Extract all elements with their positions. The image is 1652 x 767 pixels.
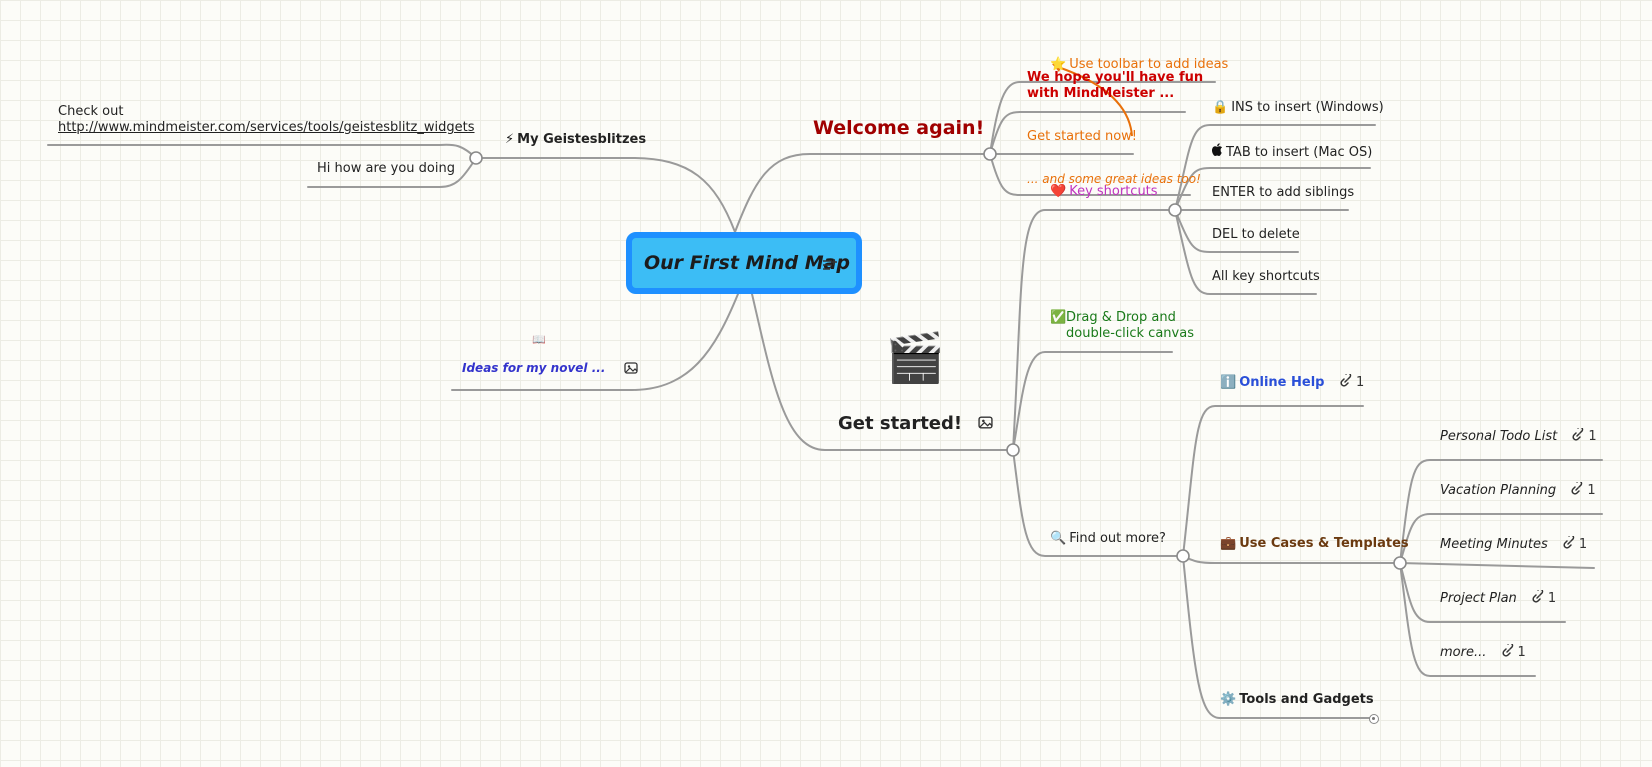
shortcut-item-tab[interactable]: TAB to insert (Mac OS) [1211, 143, 1373, 161]
link-icon [1340, 372, 1352, 387]
novel-node[interactable]: Ideas for my novel ... [462, 360, 638, 378]
key-shortcuts-label: Key shortcuts [1069, 184, 1158, 199]
shortcut-item-all[interactable]: All key shortcuts [1212, 269, 1320, 284]
drag-drop-label: Drag & Drop and double-click canvas [1066, 310, 1194, 341]
find-out-more-label: Find out more? [1069, 531, 1166, 546]
toolbar-tip-label: Use toolbar to add ideas [1069, 57, 1229, 72]
use-case-label: Vacation Planning [1440, 483, 1557, 498]
heart-icon: ❤️ [1050, 184, 1067, 199]
book-icon: 📖 [532, 333, 546, 346]
get-started-now-node[interactable]: Get started now! [1027, 129, 1137, 144]
welcome-node[interactable]: Welcome again! [813, 117, 985, 139]
tools-gadgets-node[interactable]: ⚙️Tools and Gadgets [1220, 692, 1374, 708]
checkmark-icon: ✅ [1050, 310, 1067, 325]
use-cases-node[interactable]: 💼Use Cases & Templates [1220, 536, 1409, 552]
gear-icon: ⚙️ [1220, 692, 1237, 707]
use-case-item[interactable]: Project Plan 1 [1440, 588, 1556, 607]
key-shortcuts-node[interactable]: ❤️Key shortcuts [1050, 184, 1158, 200]
use-case-item[interactable]: Vacation Planning 1 [1440, 480, 1596, 499]
notes-icon[interactable] [822, 258, 838, 276]
use-case-item[interactable]: Meeting Minutes 1 [1440, 534, 1587, 553]
use-case-item[interactable]: Personal Todo List 1 [1440, 426, 1597, 445]
tools-gadgets-label: Tools and Gadgets [1239, 692, 1374, 707]
use-case-label: Personal Todo List [1440, 429, 1558, 444]
find-out-more-node[interactable]: 🔍Find out more? [1050, 531, 1166, 547]
online-help-node[interactable]: ℹ️Online Help 1 [1220, 372, 1364, 391]
geistesblitz-url-link[interactable]: http://www.mindmeister.com/services/tool… [58, 120, 475, 135]
geistesblitz-node[interactable]: ⚡My Geistesblitzes [505, 132, 646, 148]
check-out-node[interactable]: Check out http://www.mindmeister.com/ser… [58, 104, 475, 136]
get-started-title: Get started! [838, 413, 963, 434]
use-cases-label: Use Cases & Templates [1239, 536, 1409, 551]
shortcut-label: TAB to insert (Mac OS) [1226, 145, 1373, 160]
image-icon[interactable] [623, 362, 638, 378]
drag-drop-node[interactable]: ✅ Drag & Drop and double-click canvas [1050, 310, 1194, 342]
shortcut-item-ins[interactable]: 🔒INS to insert (Windows) [1212, 100, 1384, 116]
great-ideas-node[interactable]: ... and some great ideas too! [1027, 172, 1201, 186]
link-count[interactable]: 1 [1571, 426, 1597, 445]
root-title: Our First Mind Map [644, 252, 851, 274]
shortcut-item-enter[interactable]: ENTER to add siblings [1212, 185, 1355, 200]
link-icon [1501, 642, 1513, 657]
shortcut-label: INS to insert (Windows) [1231, 100, 1384, 115]
link-count[interactable]: 1 [1531, 588, 1556, 607]
apple-icon [1211, 143, 1223, 161]
toolbar-tip-node[interactable]: ⭐Use toolbar to add ideas [1050, 57, 1228, 73]
use-case-item[interactable]: more... 1 [1440, 642, 1526, 661]
online-help-label: Online Help [1239, 375, 1325, 390]
use-case-label: more... [1440, 645, 1487, 660]
info-icon: ℹ️ [1220, 375, 1237, 390]
link-count[interactable]: 1 [1570, 480, 1596, 499]
use-case-label: Project Plan [1440, 591, 1517, 606]
magnifier-icon: 🔍 [1050, 531, 1067, 546]
link-count[interactable]: 1 [1562, 534, 1587, 553]
link-icon [1572, 426, 1584, 441]
link-count[interactable]: 1 [1339, 372, 1364, 391]
geistesblitz-title: My Geistesblitzes [517, 132, 647, 147]
clapperboard-icon: 🎬 [885, 330, 945, 386]
root-node[interactable]: Our First Mind Map [626, 232, 862, 294]
link-count[interactable]: 1 [1501, 642, 1526, 661]
hi-how-are-you-node[interactable]: Hi how are you doing [317, 161, 455, 176]
link-icon [1563, 534, 1575, 549]
hope-fun-node[interactable]: We hope you'll have fun with MindMeister… [1027, 70, 1204, 101]
check-out-label: Check out [58, 104, 124, 119]
use-case-label: Meeting Minutes [1440, 537, 1548, 552]
shortcut-item-del[interactable]: DEL to delete [1212, 227, 1300, 242]
link-icon [1532, 588, 1544, 603]
image-icon[interactable] [978, 413, 994, 435]
lightning-icon: ⚡ [505, 132, 515, 147]
briefcase-icon: 💼 [1220, 536, 1237, 551]
expand-toggle[interactable] [1369, 714, 1379, 724]
get-started-node[interactable]: Get started! [838, 413, 994, 435]
star-icon: ⭐ [1050, 57, 1067, 72]
novel-label: Ideas for my novel ... [462, 361, 606, 375]
lock-icon: 🔒 [1212, 100, 1229, 115]
link-icon [1571, 480, 1583, 495]
